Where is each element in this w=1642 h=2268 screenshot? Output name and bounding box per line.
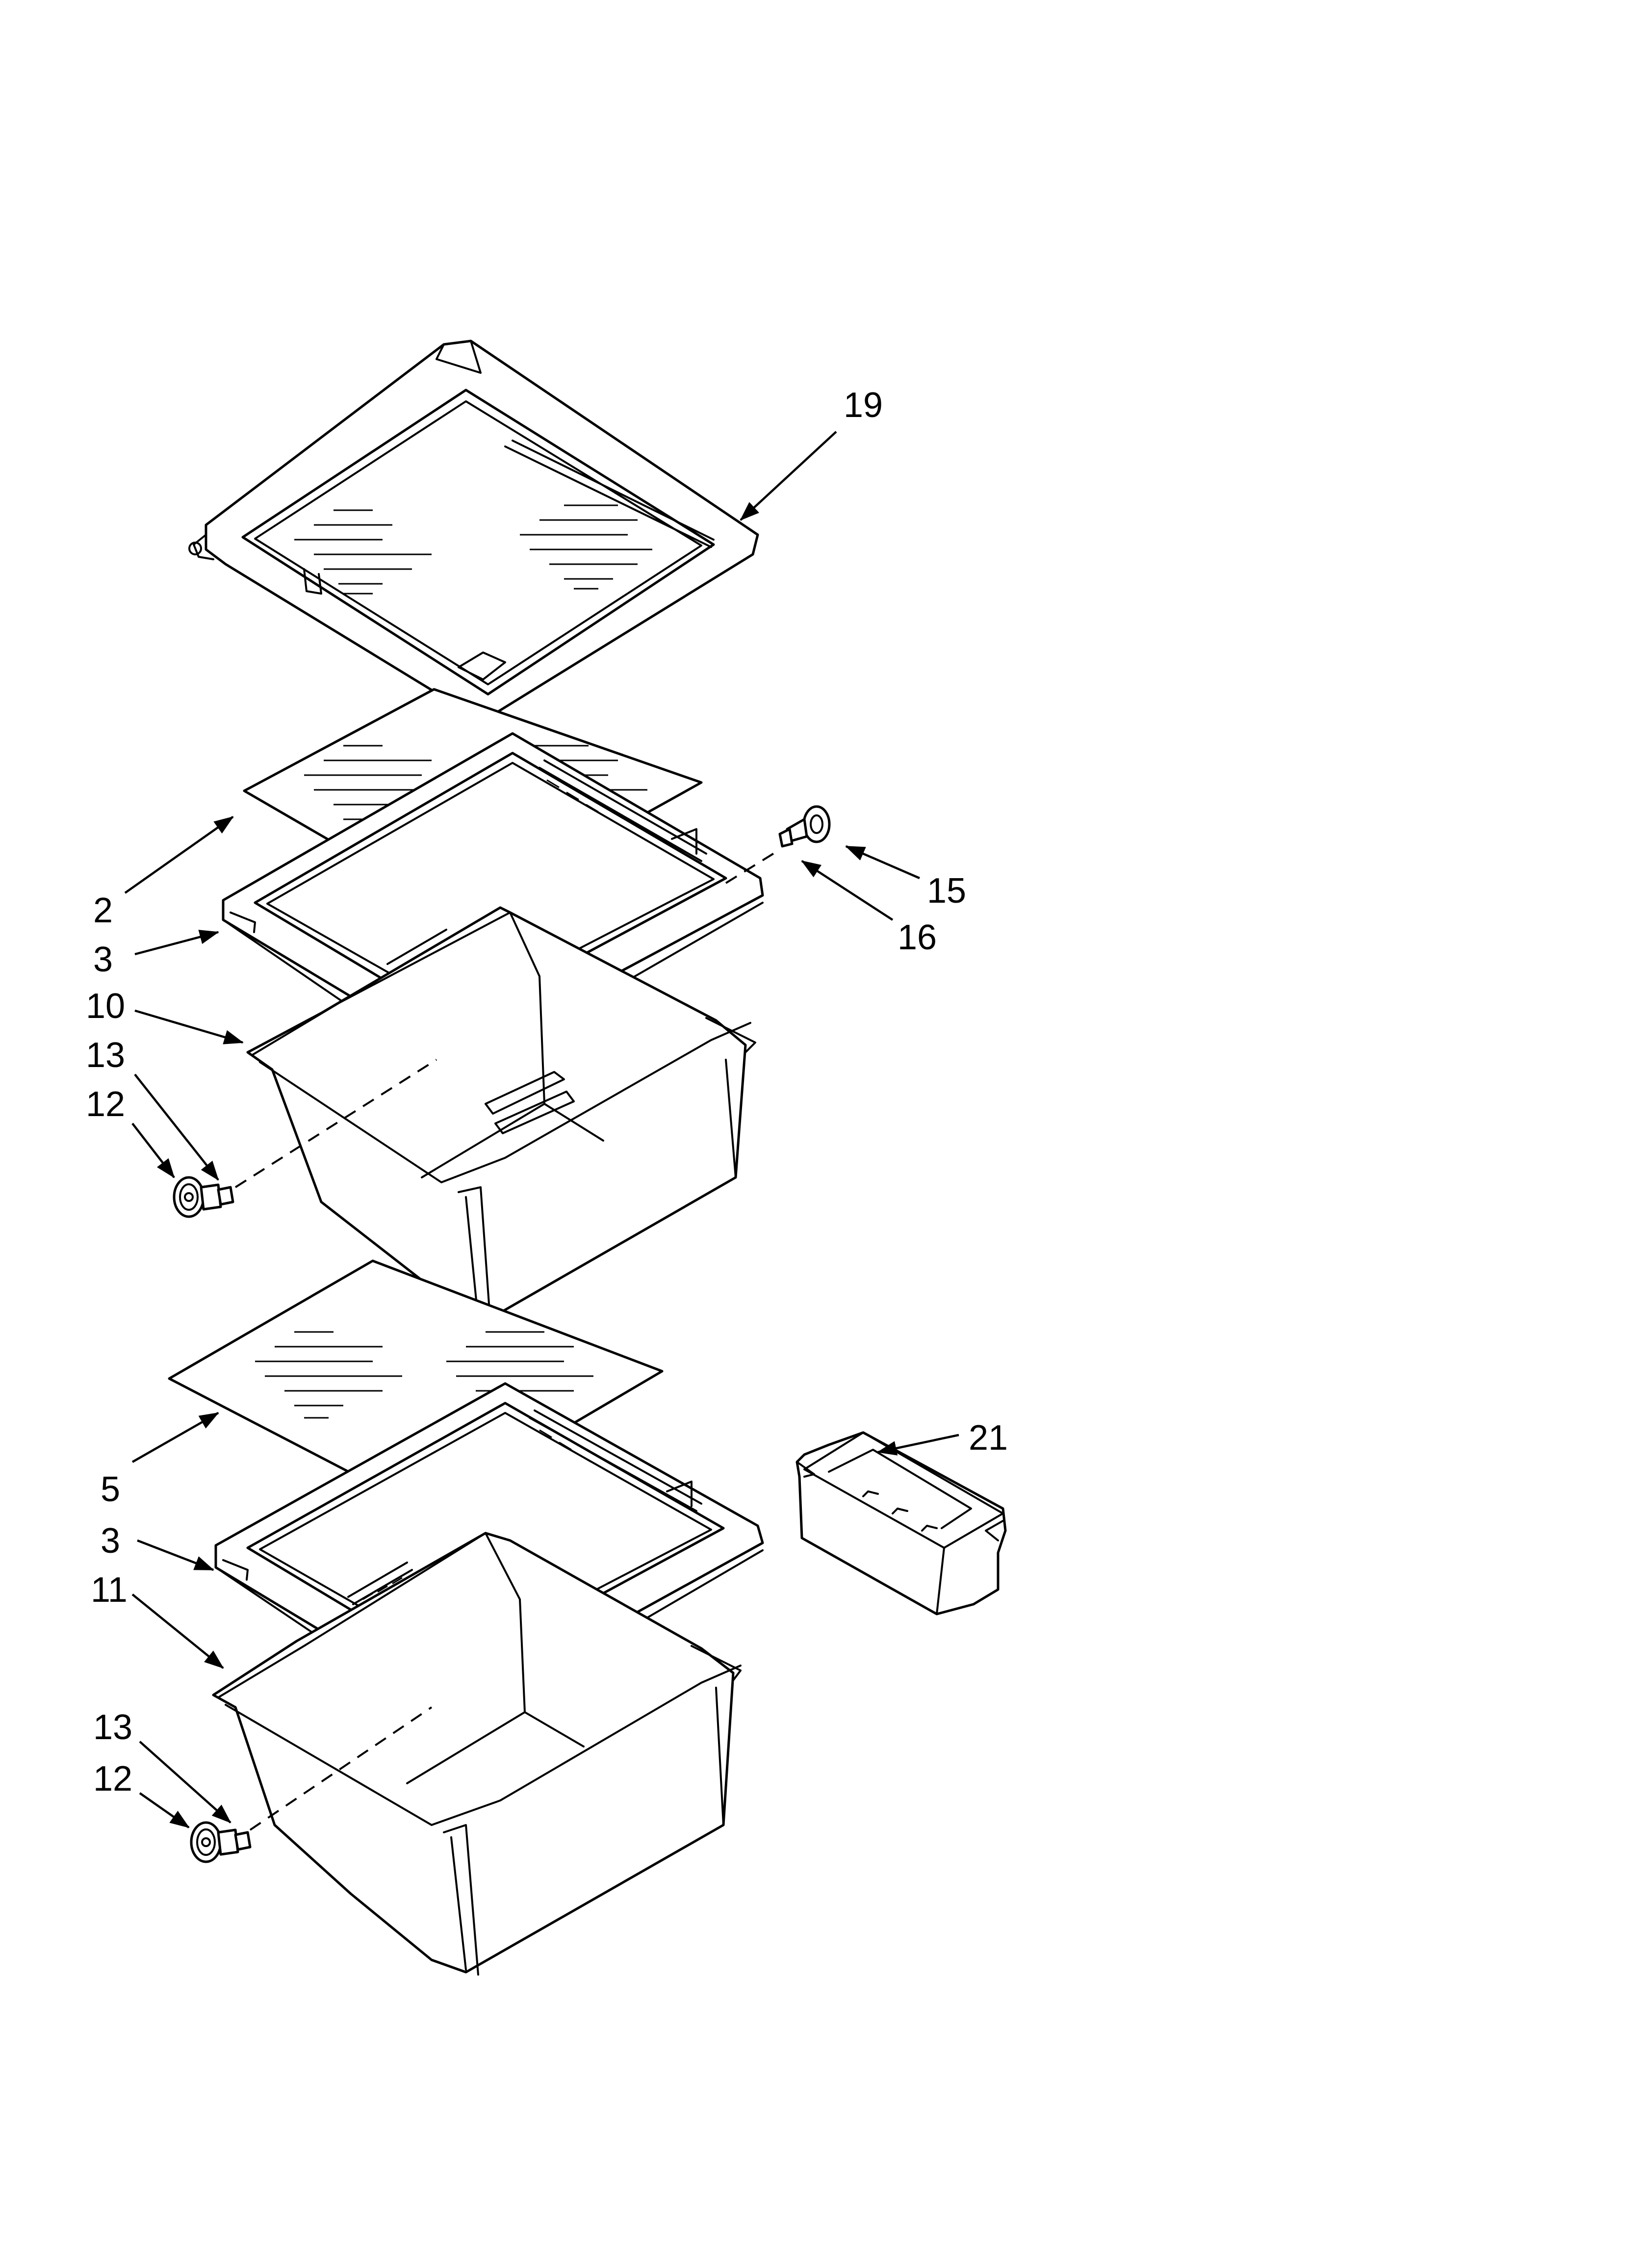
callout-12-lower: 12 [93, 1759, 132, 1799]
callout-3-upper: 3 [93, 940, 113, 979]
lower-roller-assembly [190, 1821, 252, 1863]
callout-2: 2 [93, 891, 113, 930]
callout-16: 16 [898, 918, 937, 957]
callout-15: 15 [927, 871, 966, 911]
upper-shelf-frame [188, 339, 759, 718]
callout-labels: 19 2 3 10 13 12 15 16 5 3 11 13 12 21 [86, 386, 1008, 1799]
callout-11: 11 [91, 1570, 128, 1610]
callout-13-upper: 13 [86, 1036, 125, 1075]
callout-5: 5 [101, 1470, 120, 1509]
upper-roller-assembly [173, 1176, 234, 1218]
leader-lines [124, 431, 959, 1828]
callout-12-upper: 12 [86, 1085, 125, 1124]
callout-10: 10 [86, 987, 125, 1026]
lower-crisper-drawer [212, 1532, 742, 1976]
storage-bin [795, 1431, 1007, 1616]
frame-roller-assembly [778, 805, 831, 848]
callout-13-lower: 13 [93, 1708, 132, 1747]
lower-glass-shelf [168, 1259, 664, 1512]
callout-19: 19 [844, 386, 883, 425]
upper-crisper-drawer [246, 906, 756, 1326]
assembly-centerlines [234, 850, 778, 1831]
callout-21: 21 [969, 1418, 1008, 1458]
callout-3-lower: 3 [101, 1521, 120, 1561]
